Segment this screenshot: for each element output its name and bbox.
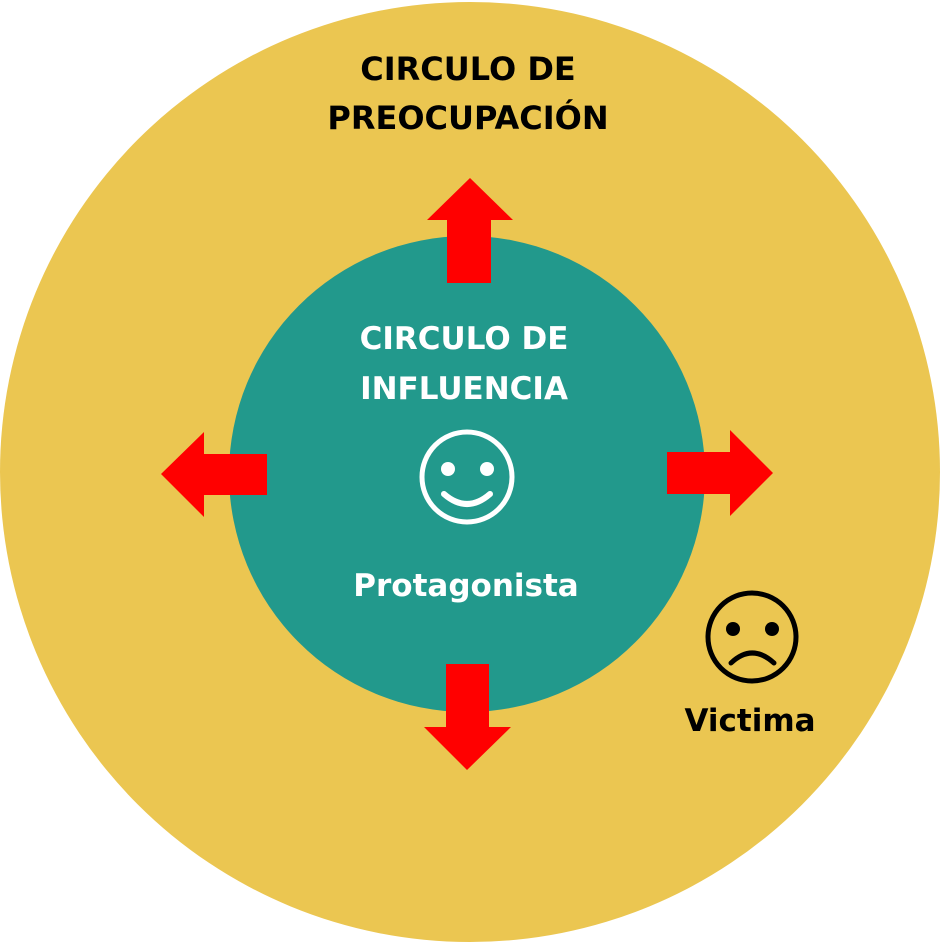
arrow-down-icon bbox=[424, 664, 511, 770]
circle-of-influence bbox=[229, 236, 705, 712]
concern-title-line2: PREOCUPACIÓN bbox=[327, 98, 608, 137]
influence-title-line2: INFLUENCIA bbox=[360, 371, 568, 407]
arrow-up-icon bbox=[427, 178, 513, 283]
concern-title-line1: CIRCULO DE bbox=[360, 50, 576, 88]
arrow-left-icon bbox=[161, 432, 267, 517]
influence-title-line1: CIRCULO DE bbox=[360, 321, 569, 357]
sad-face-icon bbox=[705, 590, 799, 684]
victim-label: Victima bbox=[684, 703, 815, 739]
protagonist-label: Protagonista bbox=[353, 568, 578, 604]
smiley-face-icon bbox=[419, 429, 515, 525]
arrow-right-icon bbox=[667, 430, 773, 516]
